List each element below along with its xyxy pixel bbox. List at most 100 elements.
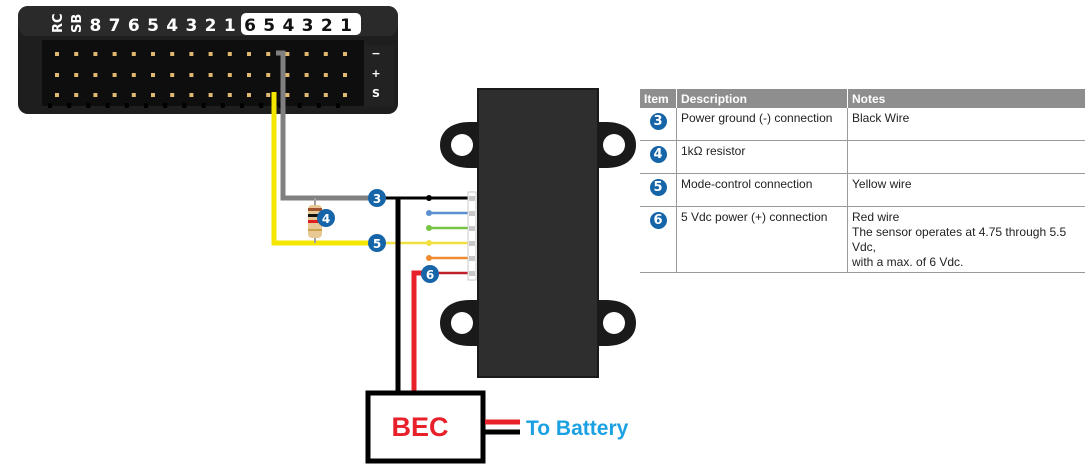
callout-5: 5 <box>368 234 386 252</box>
header-pin <box>208 93 213 97</box>
header-pin <box>285 73 290 77</box>
header-pin <box>131 93 136 97</box>
header-notch <box>316 103 321 108</box>
table-row: 4 1kΩ resistor <box>640 140 1085 174</box>
header-item: Item <box>640 89 677 108</box>
header-pin <box>93 52 98 56</box>
header-notch <box>220 103 225 108</box>
note-line: Yellow wire <box>852 177 912 191</box>
bec-power-wire <box>411 270 422 393</box>
header-pin <box>170 73 175 77</box>
note-line: Black Wire <box>852 111 910 125</box>
rc-channel-label: 2 <box>205 16 217 36</box>
header-pin <box>323 73 328 77</box>
header-pin <box>247 52 251 56</box>
bec-label: BEC <box>391 412 448 442</box>
header-pin <box>189 93 194 97</box>
callout-6: 6 <box>421 265 439 283</box>
callout-6-label: 6 <box>426 268 434 282</box>
header-notch <box>48 103 52 108</box>
rail-label: − <box>371 47 380 60</box>
row-notes: Yellow wire <box>847 173 1085 207</box>
main-channel-label-bg <box>241 13 361 35</box>
row-description: 1kΩ resistor <box>676 140 848 174</box>
header-pin <box>55 93 59 97</box>
callout-5-label: 5 <box>373 237 381 251</box>
orange-wire-dot <box>426 255 432 261</box>
main-channel-label: 1 <box>340 16 352 36</box>
yellow-mode-wire <box>271 92 370 246</box>
header-pin <box>93 93 98 97</box>
header-pin <box>323 52 328 56</box>
header-pin <box>170 52 175 56</box>
header-notch <box>278 103 283 108</box>
aux-label-sb: SB <box>70 14 85 33</box>
header-pin <box>304 93 309 97</box>
rc-channel-label: 6 <box>128 16 140 36</box>
header-pin <box>131 73 136 77</box>
header-pin <box>227 52 232 56</box>
row-notes: Red wire The sensor operates at 4.75 thr… <box>847 206 1085 273</box>
blue-wire-dot <box>426 210 432 216</box>
header-pin <box>323 93 328 97</box>
row-notes: Black Wire <box>847 108 1085 141</box>
legend-table: Item Description Notes 3 Power ground (-… <box>640 89 1085 273</box>
header-pin <box>151 73 155 77</box>
header-pin <box>55 73 59 77</box>
main-channel-label: 2 <box>321 16 333 36</box>
header-notch <box>182 103 187 108</box>
header-pin <box>112 93 117 97</box>
header-pin <box>55 52 59 56</box>
header-pin <box>304 52 309 56</box>
header-notch <box>336 103 340 108</box>
header-pin <box>74 52 79 56</box>
header-pin <box>131 52 136 56</box>
header-pin <box>151 52 155 56</box>
rc-channel-label: 7 <box>109 16 121 36</box>
table-row: 6 5 Vdc power (+) connection Red wire Th… <box>640 206 1085 273</box>
header-pin <box>285 93 290 97</box>
row-description: 5 Vdc power (+) connection <box>676 206 848 273</box>
battery-label: To Battery <box>526 417 629 440</box>
table-header-row: Item Description Notes <box>640 89 1085 108</box>
header-pin <box>247 73 251 77</box>
rc-channel-label: 1 <box>224 16 236 36</box>
sensor-connector <box>467 191 477 281</box>
header-pin <box>189 73 194 77</box>
header-pin <box>343 52 347 56</box>
item-badge: 4 <box>649 146 667 163</box>
item-badge: 6 <box>649 212 667 229</box>
note-line: The sensor operates at 4.75 through 5.5 … <box>852 225 1067 254</box>
yellow-thin-wire-dot <box>426 240 432 246</box>
header-pin <box>266 93 271 97</box>
header-pin <box>266 52 271 56</box>
header-notch <box>297 103 302 108</box>
header-pin <box>227 73 232 77</box>
aux-label-rc: RC <box>51 13 66 33</box>
green-wire-dot <box>426 225 432 231</box>
header-notch <box>67 103 72 108</box>
gray-ground-wire <box>276 50 370 201</box>
header-notch <box>163 103 168 108</box>
rc-channel-label: 4 <box>166 16 178 36</box>
table-row: 3 Power ground (-) connection Black Wire <box>640 108 1085 141</box>
header-pin <box>112 73 117 77</box>
header-notch <box>144 103 148 108</box>
rc-channel-label: 3 <box>185 16 197 36</box>
header-pin <box>112 52 117 56</box>
header-pin <box>266 73 271 77</box>
callout-4: 4 <box>317 209 335 227</box>
callout-3: 3 <box>368 189 386 207</box>
header-notch <box>259 103 264 108</box>
row-description: Mode-control connection <box>676 173 848 207</box>
rail-label: S <box>372 87 380 100</box>
header-pin <box>151 93 155 97</box>
main-channel-label: 4 <box>282 16 294 36</box>
header-notch <box>124 103 129 108</box>
header-notch <box>86 103 91 108</box>
header-pin <box>227 93 232 97</box>
header-pin <box>93 73 98 77</box>
header-pin <box>304 73 309 77</box>
bec-module: BEC To Battery <box>365 390 629 464</box>
